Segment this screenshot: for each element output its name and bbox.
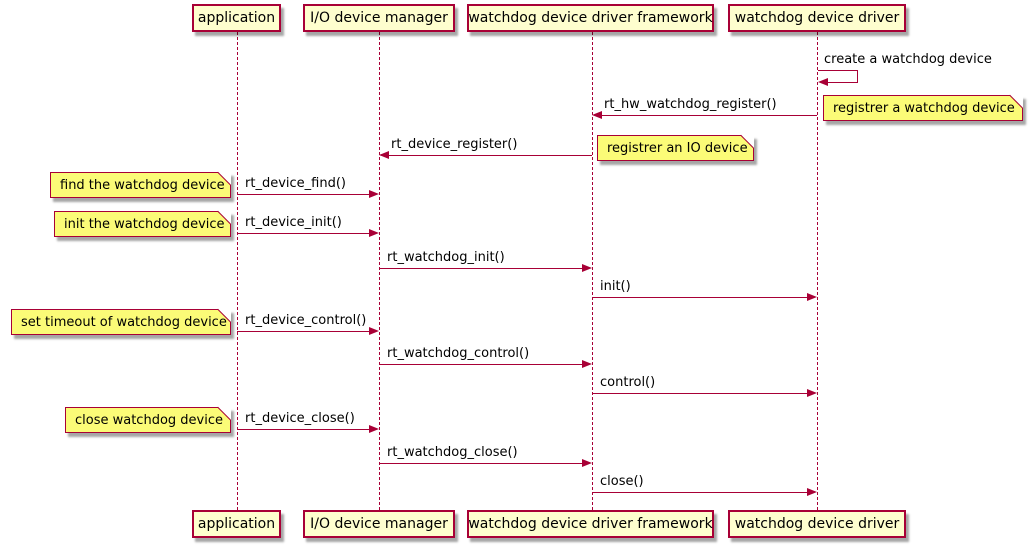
note-init-watchdog-device: init the watchdog device — [54, 211, 231, 237]
message-label: rt_watchdog_control() — [387, 346, 530, 361]
message-label: rt_device_register() — [391, 137, 518, 152]
message-label: rt_watchdog_init() — [387, 250, 505, 265]
arrow-line — [592, 492, 807, 493]
arrow-line — [237, 331, 369, 332]
arrow-line — [602, 115, 817, 116]
lifeline-application — [237, 32, 238, 510]
arrow-line — [379, 268, 582, 269]
message-label: rt_watchdog_close() — [387, 445, 518, 460]
arrow-right-icon — [369, 190, 379, 198]
note-registrer-watchdog-device: registrer a watchdog device — [823, 95, 1023, 121]
arrow-line — [389, 155, 592, 156]
message-label: init() — [600, 279, 631, 294]
participant-top-application: application — [192, 4, 281, 32]
arrow-right-icon — [807, 389, 817, 397]
participant-bottom-watchdog-driver: watchdog device driver — [728, 510, 906, 538]
arrow-left-icon — [818, 78, 828, 86]
arrow-line — [818, 70, 858, 71]
message-label: rt_device_init() — [245, 215, 342, 230]
arrow-right-icon — [807, 488, 817, 496]
participant-top-watchdog-driver: watchdog device driver — [728, 4, 906, 32]
arrow-right-icon — [582, 459, 592, 467]
lifeline-watchdog-driver — [817, 32, 818, 510]
message-label: create a watchdog device — [824, 52, 992, 67]
participant-bottom-io-device-manager: I/O device manager — [303, 510, 455, 538]
participant-bottom-application: application — [192, 510, 281, 538]
arrow-line — [237, 233, 369, 234]
arrow-right-icon — [807, 293, 817, 301]
note-set-timeout: set timeout of watchdog device — [11, 309, 231, 335]
arrow-right-icon — [582, 360, 592, 368]
arrow-left-icon — [379, 151, 389, 159]
arrow-line — [379, 364, 582, 365]
message-label: rt_device_close() — [245, 411, 355, 426]
note-find-watchdog-device: find the watchdog device — [50, 172, 231, 198]
lifeline-watchdog-framework — [592, 32, 593, 510]
note-registrer-io-device: registrer an IO device — [597, 135, 754, 161]
arrow-line — [592, 393, 807, 394]
arrow-right-icon — [369, 229, 379, 237]
arrow-right-icon — [582, 264, 592, 272]
arrow-line — [237, 194, 369, 195]
arrow-right-icon — [369, 425, 379, 433]
arrow-line — [592, 297, 807, 298]
participant-top-watchdog-framework: watchdog device driver framework — [467, 4, 714, 32]
note-close-watchdog-device: close watchdog device — [65, 407, 231, 433]
arrow-left-icon — [592, 111, 602, 119]
arrow-line — [857, 70, 858, 83]
lifeline-io-device-manager — [379, 32, 380, 510]
message-label: rt_hw_watchdog_register() — [604, 97, 777, 112]
message-label: close() — [600, 474, 644, 489]
message-label: rt_device_find() — [245, 176, 346, 191]
message-label: control() — [600, 375, 656, 390]
message-label: rt_device_control() — [245, 313, 367, 328]
participant-top-io-device-manager: I/O device manager — [303, 4, 455, 32]
participant-bottom-watchdog-framework: watchdog device driver framework — [467, 510, 714, 538]
arrow-line — [379, 463, 582, 464]
arrow-line — [237, 429, 369, 430]
arrow-right-icon — [369, 327, 379, 335]
arrow-line — [828, 82, 857, 83]
